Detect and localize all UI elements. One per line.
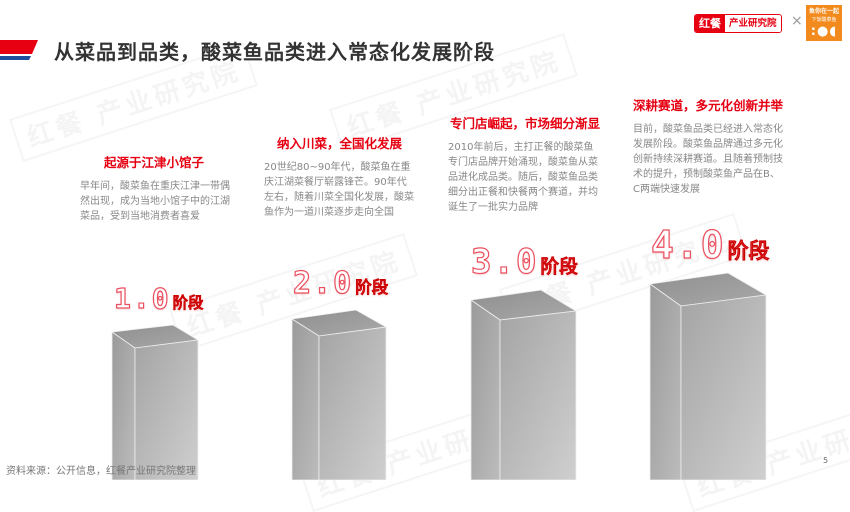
stage-3-description: 2010年前后，主打正餐的酸菜鱼专门店品牌开始涌现，酸菜鱼从菜品进化成品类。随后… [448, 142, 598, 213]
page-title: 从菜品到品类，酸菜鱼品类进入常态化发展阶段 [54, 40, 495, 64]
logo-brand: 红餐 [695, 15, 725, 32]
stage-1-number: 1.0 [113, 281, 171, 315]
stage-2-suffix: 阶段 [355, 278, 389, 297]
stage-3-suffix: 阶段 [540, 257, 578, 278]
stage-3-block [469, 289, 578, 480]
partner-logo: 鱼你在一起 下饭酸菜鱼 :●◖ [806, 5, 842, 41]
stage-1-description: 早年间，酸菜鱼在重庆江津一带偶然出现，成为当地小馆子中的江湖菜品，受到当地消费者… [80, 181, 230, 222]
logo-institute: 产业研究院 [725, 15, 781, 32]
page-number: 5 [823, 456, 829, 465]
stage-4-suffix: 阶段 [727, 239, 770, 263]
stage-4-number: 4.0 [650, 222, 726, 267]
partner-logo-line2: 下饭酸菜鱼 [811, 17, 837, 23]
stage-2-description: 20世纪80~90年代，酸菜鱼在重庆江湖菜餐厅崭露锋芒。90年代左右，随着川菜全… [264, 162, 414, 218]
title-flag-icon [0, 40, 38, 60]
partner-logo-mark: :●◖ [810, 24, 838, 39]
stage-1-heading: 起源于江津小馆子 [104, 155, 205, 170]
stage-1-suffix: 阶段 [172, 294, 204, 312]
stage-4-block [648, 272, 768, 480]
partner-logo-line1: 鱼你在一起 [808, 8, 839, 15]
stage-4-label: 4.0阶段 [650, 222, 770, 267]
stage-4-description: 目前，酸菜鱼品类已经进入常态化发展阶段。酸菜鱼品牌通过多元化创新持续深耕赛道。且… [633, 124, 783, 195]
logo-separator: × [791, 13, 803, 29]
stage-2-heading: 纳入川菜，全国化发展 [277, 136, 403, 151]
source-note: 资料来源：公开信息，红餐产业研究院整理 [6, 466, 196, 477]
stage-1-block [110, 324, 200, 480]
stage-3-heading: 专门店崛起，市场细分渐显 [450, 116, 601, 131]
hongcan-logo: 红餐 产业研究院 [694, 14, 782, 33]
stage-4-heading: 深耕赛道，多元化创新并举 [633, 98, 784, 113]
stage-3-number: 3.0 [470, 241, 539, 282]
stage-2-number: 2.0 [292, 265, 354, 301]
stage-2-block [290, 309, 388, 480]
